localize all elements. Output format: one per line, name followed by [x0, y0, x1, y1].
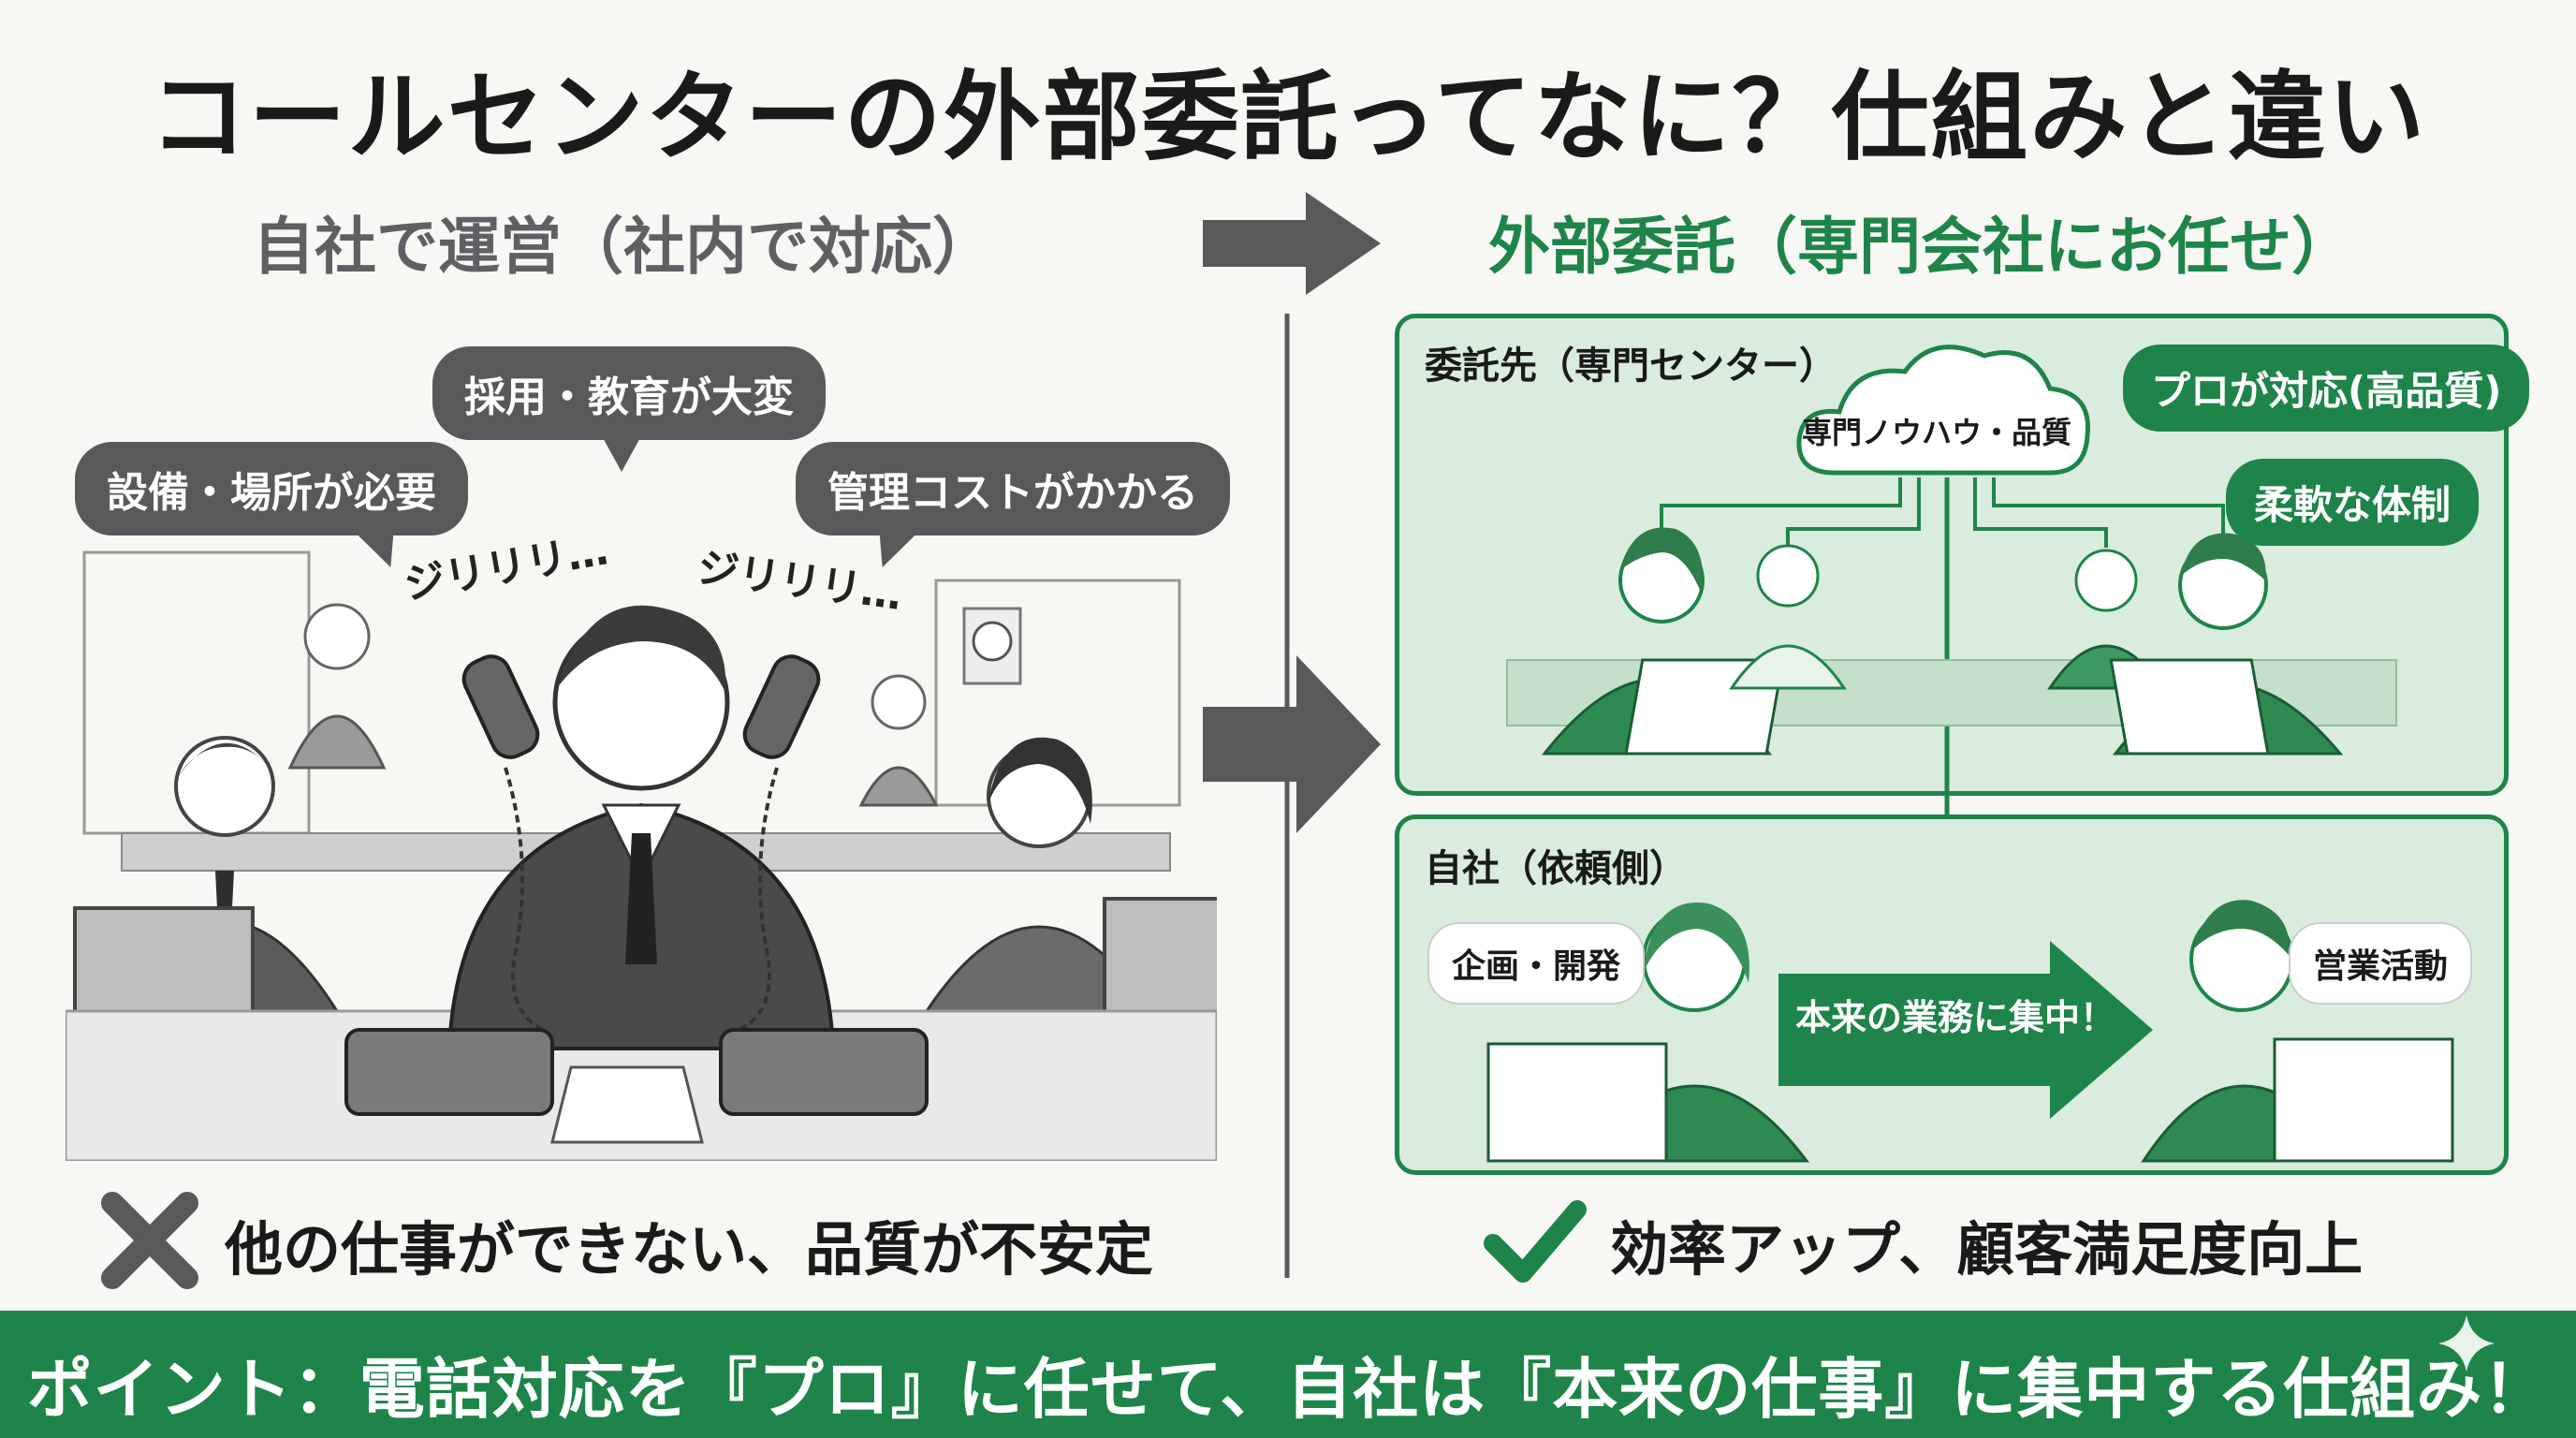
in-house-heading: 自社で運営（社内で対応）	[253, 211, 994, 283]
bubble-pro: プロが対応(高品質)	[2123, 345, 2530, 432]
planning-bubble: 企画・開発	[1427, 922, 1646, 1005]
vendor-label: 委託先（専門センター）	[1425, 345, 1837, 388]
arrow-right-icon	[1203, 192, 1381, 295]
outsourcing-heading: 外部委託（専門会社にお任せ）	[1488, 211, 2353, 283]
sparkle-icon	[2438, 1315, 2495, 1372]
outsourcing-diagram	[1506, 345, 2397, 1105]
client-label: 自社（依頼側）	[1425, 847, 1687, 890]
bubble-flexible: 柔軟な体制	[2226, 459, 2480, 546]
in-house-result: 他の仕事ができない、品質が不安定	[225, 1215, 1154, 1284]
cloud-label: 専門ノウハウ・品質	[1802, 415, 2072, 450]
bubble-cost: 管理コストがかかる	[796, 442, 1230, 536]
divider	[1284, 314, 1290, 1278]
cross-icon	[101, 1192, 198, 1289]
busy-office-illustration	[66, 550, 1217, 1161]
arrow-right-icon	[1203, 655, 1381, 833]
footer-banner	[0, 1311, 2576, 1438]
client-illustration	[1486, 900, 2454, 1163]
footer-text: ポイント：電話対応を『プロ』に任せて、自社は『本来の仕事』に集中する仕組み！	[26, 1351, 2550, 1428]
check-icon	[1484, 1200, 1587, 1283]
bubble-equipment: 設備・場所が必要	[75, 442, 468, 536]
sales-bubble: 営業活動	[2289, 922, 2473, 1005]
focus-arrow-label: 本来の業務に集中！	[1795, 997, 2116, 1038]
outsourcing-result: 効率アップ、顧客満足度向上	[1610, 1215, 2364, 1284]
bubble-hiring: 採用・教育が大変	[432, 346, 826, 472]
page-title: コールセンターの外部委託ってなに？仕組みと違い	[149, 60, 2427, 174]
